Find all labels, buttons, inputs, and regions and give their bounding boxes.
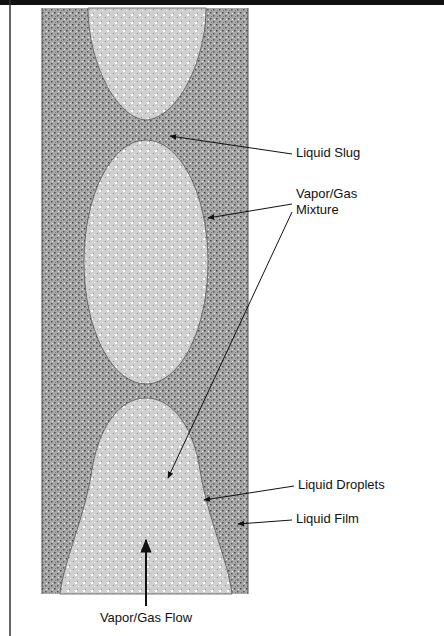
flow-label: Vapor/Gas Flow [100, 610, 192, 626]
callout-label: Vapor/Gas Mixture [296, 186, 376, 218]
leader-line [170, 136, 292, 154]
frame-top [0, 0, 444, 5]
callout-label: Liquid Film [296, 511, 359, 527]
leader-line [204, 486, 294, 500]
leader-line [168, 212, 292, 478]
tube-wall [248, 8, 249, 594]
leader-line [208, 204, 292, 218]
tube-liquid [42, 8, 248, 594]
callout-label: Liquid Droplets [298, 477, 385, 493]
callout-label: Liquid Slug [296, 145, 360, 161]
frame-left [9, 0, 11, 636]
flow-arrow [145, 540, 147, 606]
middle-bubble [84, 140, 208, 384]
leader-line [238, 520, 292, 524]
tube-wall [42, 8, 43, 594]
top-bubble [88, 8, 206, 120]
